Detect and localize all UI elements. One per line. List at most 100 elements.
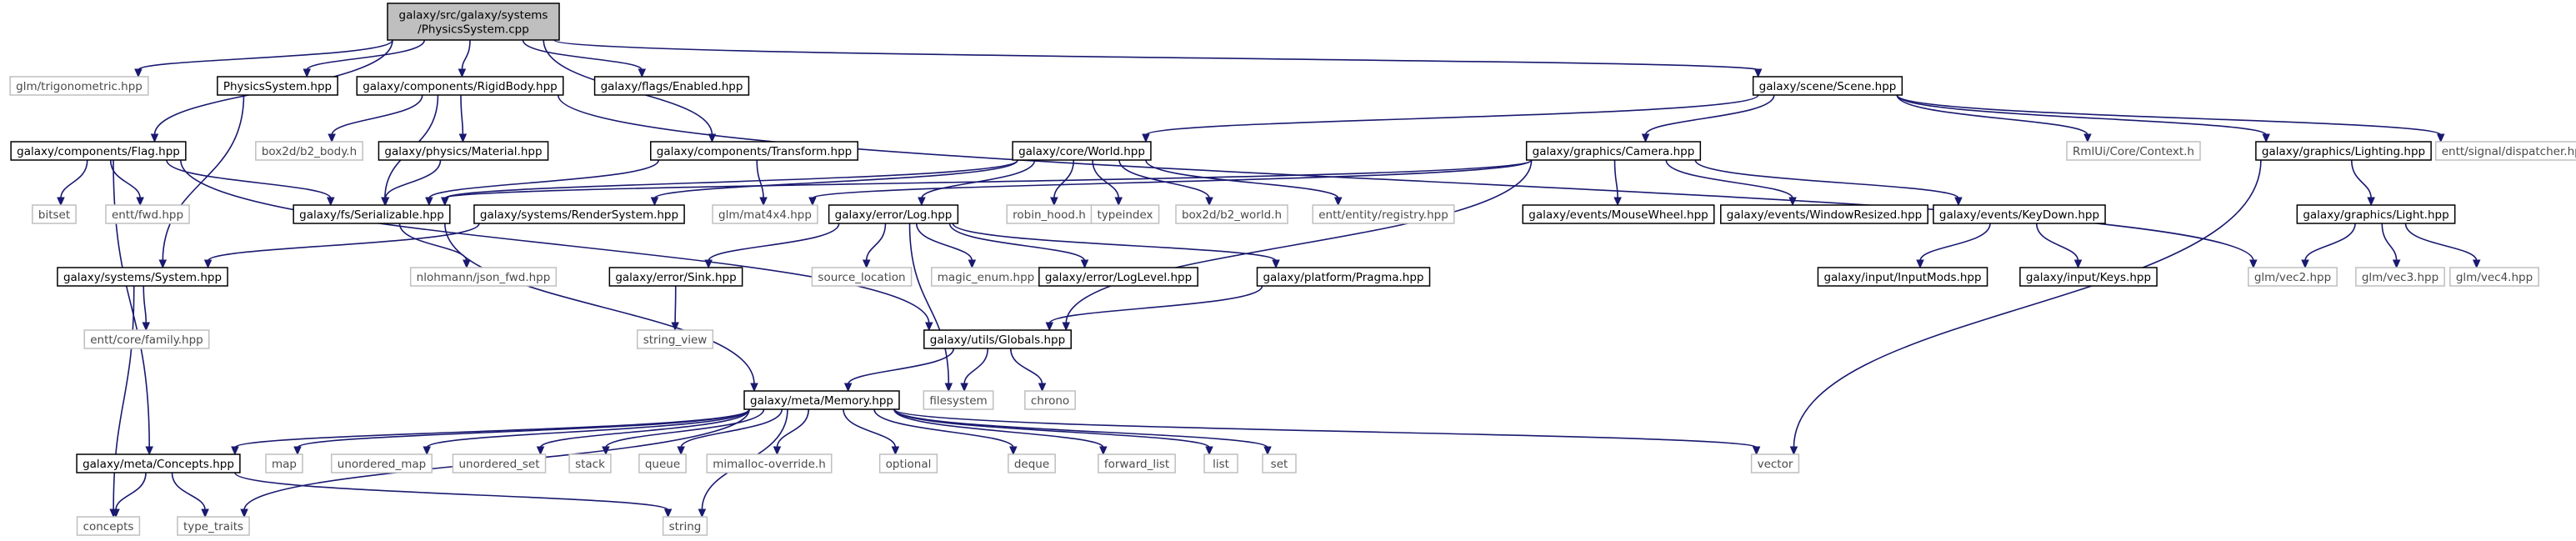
node-box — [1256, 267, 1431, 287]
node-box — [10, 141, 187, 161]
node-box — [2255, 141, 2432, 161]
node-label: string — [669, 520, 702, 533]
node-srcloc[interactable]: source_location — [811, 267, 913, 287]
node-material[interactable]: galaxy/physics/Material.hpp — [378, 141, 549, 161]
node-box — [32, 204, 77, 224]
node-mimalloc[interactable]: mimalloc-override.h — [706, 453, 833, 473]
node-render[interactable]: galaxy/systems/RenderSystem.hpp — [473, 204, 685, 224]
node-scene[interactable]: galaxy/scene/Scene.hpp — [1752, 76, 1903, 96]
node-keydown[interactable]: galaxy/events/KeyDown.hpp — [1933, 204, 2106, 224]
node-mat4[interactable]: glm/mat4x4.hpp — [712, 204, 818, 224]
node-fwdlist[interactable]: forward_list — [1098, 453, 1176, 473]
node-box — [1098, 453, 1176, 473]
node-jsonfwd[interactable]: nlohmann/json_fwd.hpp — [409, 267, 558, 287]
node-robin[interactable]: robin_hood.h — [1006, 204, 1093, 224]
node-label: set — [1271, 458, 1288, 471]
node-loglevel[interactable]: galaxy/error/LogLevel.hpp — [1038, 267, 1198, 287]
node-stringview[interactable]: string_view — [636, 329, 714, 349]
edge-scene-to-camera — [1644, 94, 1775, 136]
edge-arrowhead — [158, 259, 168, 269]
node-vec3[interactable]: glm/vec3.hpp — [2355, 267, 2445, 287]
node-transform[interactable]: galaxy/components/Transform.hpp — [650, 141, 858, 161]
node-uset[interactable]: unordered_set — [452, 453, 547, 473]
node-sink[interactable]: galaxy/error/Sink.hpp — [608, 267, 743, 287]
node-physys[interactable]: PhysicsSystem.hpp — [217, 76, 338, 96]
node-b2body[interactable]: box2d/b2_body.h — [255, 141, 363, 161]
node-box — [452, 453, 547, 473]
node-world[interactable]: galaxy/core/World.hpp — [1012, 141, 1152, 161]
node-serial[interactable]: galaxy/fs/Serializable.hpp — [293, 204, 451, 224]
edge-flag-to-enttfwd — [109, 159, 141, 199]
node-pragma[interactable]: galaxy/platform/Pragma.hpp — [1256, 267, 1431, 287]
node-memory[interactable]: galaxy/meta/Memory.hpp — [743, 390, 900, 410]
edge-arrowhead — [843, 383, 853, 393]
edge-arrowhead — [328, 133, 336, 143]
edge-arrowhead — [759, 197, 768, 207]
node-label: galaxy/error/Sink.hpp — [615, 271, 736, 284]
node-vector[interactable]: vector — [1750, 453, 1800, 473]
node-label: entt/entity/registry.hpp — [1318, 208, 1448, 222]
edge-memory-to-fwdlist — [893, 408, 1104, 448]
node-filesystem[interactable]: filesystem — [923, 390, 994, 410]
node-concepts[interactable]: concepts — [76, 516, 141, 536]
node-string[interactable]: string — [662, 516, 708, 536]
node-dispatcher[interactable]: entt/signal/dispatcher.hpp — [2434, 141, 2576, 161]
node-optional[interactable]: optional — [878, 453, 938, 473]
node-set[interactable]: set — [1262, 453, 1297, 473]
edge-arrowhead — [1753, 68, 1763, 78]
edge-globals-to-filesystem — [963, 348, 989, 385]
node-concepts_h[interactable]: galaxy/meta/Concepts.hpp — [76, 453, 241, 473]
node-trig[interactable]: glm/trigonometric.hpp — [9, 76, 149, 96]
node-lighting[interactable]: galaxy/graphics/Lighting.hpp — [2255, 141, 2432, 161]
node-root[interactable]: galaxy/src/galaxy/systems/PhysicsSystem.… — [387, 3, 560, 41]
node-registry[interactable]: entt/entity/registry.hpp — [1312, 204, 1455, 224]
node-winresized[interactable]: galaxy/events/WindowResized.hpp — [1720, 204, 1928, 224]
node-typeindex[interactable]: typeindex — [1090, 204, 1160, 224]
edge-physys-to-system — [162, 94, 245, 262]
node-system[interactable]: galaxy/systems/System.hpp — [57, 267, 228, 287]
node-list[interactable]: list — [1203, 453, 1238, 473]
node-umap[interactable]: unordered_map — [331, 453, 433, 473]
node-vec4[interactable]: glm/vec4.hpp — [2449, 267, 2539, 287]
node-magic[interactable]: magic_enum.hpp — [931, 267, 1041, 287]
node-map[interactable]: map — [265, 453, 303, 473]
node-mousewheel[interactable]: galaxy/events/MouseWheel.hpp — [1522, 204, 1715, 224]
node-box — [356, 76, 564, 96]
node-label: deque — [1014, 458, 1049, 471]
edge-sink-to-stringview — [674, 285, 677, 324]
node-light[interactable]: galaxy/graphics/Light.hpp — [2296, 204, 2456, 224]
node-rmlui[interactable]: RmlUi/Core/Context.h — [2066, 141, 2201, 161]
edge-light-to-vec2 — [2304, 223, 2356, 262]
edge-memory-to-mimalloc — [776, 408, 810, 448]
node-keys[interactable]: galaxy/input/Keys.hpp — [2019, 267, 2158, 287]
node-b2world[interactable]: box2d/b2_world.h — [1175, 204, 1288, 224]
node-inputmods[interactable]: galaxy/input/InputMods.hpp — [1817, 267, 1988, 287]
node-bitset[interactable]: bitset — [32, 204, 77, 224]
edge-arrowhead — [2083, 133, 2092, 143]
node-box — [743, 390, 900, 410]
node-globals[interactable]: galaxy/utils/Globals.hpp — [923, 329, 1072, 349]
node-enabled[interactable]: galaxy/flags/Enabled.hpp — [593, 76, 750, 96]
node-family[interactable]: entt/core/family.hpp — [83, 329, 210, 349]
edge-memory-to-deque — [873, 408, 1014, 448]
node-label: PhysicsSystem.hpp — [223, 80, 332, 93]
node-label: magic_enum.hpp — [938, 271, 1034, 284]
node-typetraits[interactable]: type_traits — [177, 516, 250, 536]
node-deque[interactable]: deque — [1008, 453, 1056, 473]
node-chrono[interactable]: chrono — [1024, 390, 1076, 410]
edge-root-to-trig — [138, 39, 393, 71]
edge-arrowhead — [1613, 197, 1622, 207]
node-vec2[interactable]: glm/vec2.hpp — [2248, 267, 2338, 287]
node-flag[interactable]: galaxy/components/Flag.hpp — [10, 141, 187, 161]
node-rigid[interactable]: galaxy/components/RigidBody.hpp — [356, 76, 564, 96]
node-label: galaxy/core/World.hpp — [1018, 145, 1145, 158]
edge-arrowhead — [2392, 259, 2401, 269]
edge-serial-to-jsonfwd — [398, 223, 468, 262]
node-log[interactable]: galaxy/error/Log.hpp — [828, 204, 959, 224]
node-queue[interactable]: queue — [638, 453, 687, 473]
edge-camera-to-globals — [1065, 159, 1533, 324]
node-box — [473, 204, 685, 224]
node-enttfwd[interactable]: entt/fwd.hpp — [105, 204, 190, 224]
node-stack[interactable]: stack — [568, 453, 612, 473]
node-camera[interactable]: galaxy/graphics/Camera.hpp — [1525, 141, 1702, 161]
